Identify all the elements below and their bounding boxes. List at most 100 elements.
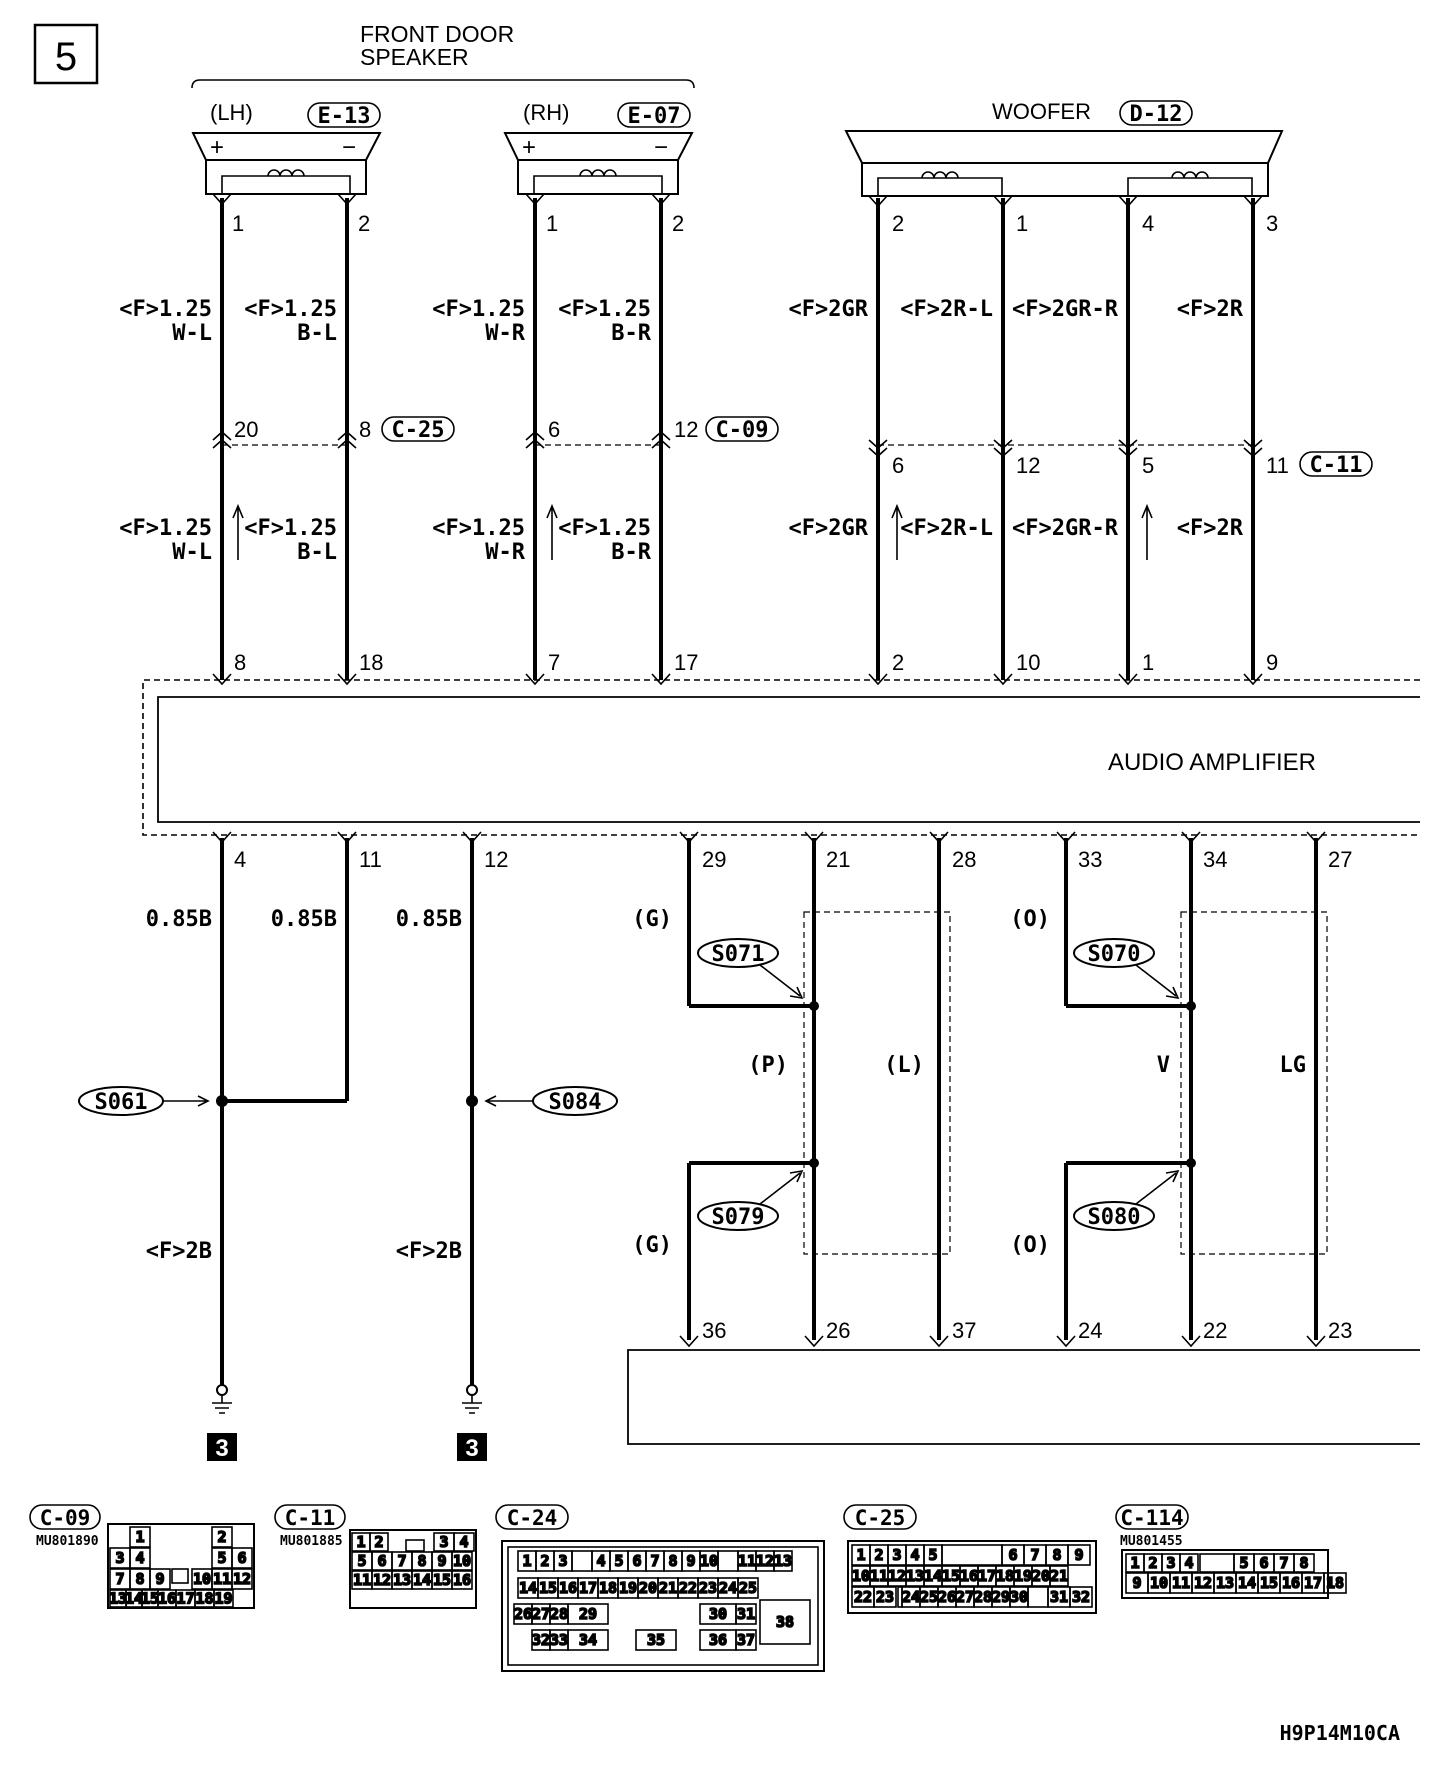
cavity-number: 26: [514, 1605, 532, 1623]
amp-pin-18: 18: [359, 650, 383, 675]
wire-color-label: (O): [1010, 1233, 1050, 1258]
cavity-number: 8: [417, 1552, 426, 1570]
connector-cavity: [1027, 1586, 1049, 1608]
wire-label: B-L: [297, 321, 337, 346]
rh-plus: +: [522, 134, 536, 161]
cavity-number: 3: [558, 1552, 567, 1570]
wire-color-label: (G): [632, 907, 672, 932]
connector-cavity: [735, 1603, 757, 1625]
cavity-number: 7: [397, 1552, 406, 1570]
cavity-number: 24: [719, 1579, 737, 1597]
cavity-number: 14: [413, 1571, 431, 1589]
c25-pin-8: 8: [359, 417, 371, 442]
wire-label: <F>2GR: [789, 297, 869, 322]
lh-speaker: (LH) E-13 + − 1 2: [191, 100, 382, 236]
c09-label: C-09: [716, 418, 769, 443]
wire-label: 0.85B: [146, 907, 212, 932]
cavity-number: 15: [942, 1567, 960, 1585]
rh-pin-1: 1: [546, 211, 558, 236]
junction-c11: 6 12 5 11 C-11: [868, 439, 1373, 478]
cavity-number: 1: [522, 1552, 531, 1570]
ground-circuit: 0.85B 0.85B 0.85B <F>2B <F>2B S061 S084 …: [78, 838, 618, 1462]
cavity-number: 18: [996, 1567, 1014, 1585]
cavity-number: 20: [639, 1579, 657, 1597]
cavity-number: 15: [1260, 1574, 1278, 1592]
cavity-number: 14: [1238, 1574, 1256, 1592]
c25-pin-20: 20: [234, 417, 258, 442]
wire-color-label: LG: [1280, 1053, 1307, 1078]
speaker-pin-arrows: [212, 193, 1263, 208]
cavity-number: 11: [213, 1570, 231, 1588]
c11-pin-5: 5: [1142, 453, 1154, 478]
cavity-number: 10: [1150, 1574, 1168, 1592]
cavity-number: 17: [579, 1579, 597, 1597]
wire-label: <F>2R-L: [900, 297, 993, 322]
cavity-number: 16: [1282, 1574, 1300, 1592]
cavity-number: 25: [739, 1579, 757, 1597]
cavity-number: 16: [559, 1579, 577, 1597]
wire-label: <F>1.25: [244, 516, 337, 541]
cavity-number: 16: [158, 1590, 176, 1608]
cavity-number: 31: [737, 1605, 755, 1623]
c11-label: C-11: [1310, 453, 1363, 478]
amplifier-bottom-pins: 4 11 12 29 21 28 33 34 27: [212, 831, 1352, 872]
cavity-number: 1: [356, 1533, 365, 1551]
cavity-number: 28: [550, 1605, 568, 1623]
connector-cavity: [211, 1526, 233, 1548]
cavity-number: 16: [960, 1567, 978, 1585]
amp-pin-12: 12: [484, 847, 508, 872]
cavity-number: 9: [437, 1552, 446, 1570]
cavity-number: 18: [599, 1579, 617, 1597]
connector-cavity: [405, 1539, 425, 1552]
cavity-number: 12: [756, 1552, 774, 1570]
cavity-number: 29: [579, 1605, 597, 1623]
junction-c09: 6 12 C-09: [525, 416, 779, 449]
signal-direction-arrows: [232, 503, 1153, 560]
amp-pin-2: 2: [892, 650, 904, 675]
amp-pin-33: 33: [1078, 847, 1102, 872]
cavity-number: 2: [874, 1546, 883, 1564]
cavity-number: 9: [155, 1570, 164, 1588]
splice-s071-badge: [697, 938, 779, 968]
cavity-number: 14: [924, 1567, 942, 1585]
cavity-number: 20: [1032, 1567, 1050, 1585]
wire-label: <F>2R: [1177, 516, 1244, 541]
splice-s070-badge: [1073, 938, 1155, 968]
wire-color-label: V: [1157, 1053, 1170, 1078]
wire-label: <F>1.25: [558, 297, 651, 322]
cavity-number: 7: [650, 1552, 659, 1570]
c09-view-label: C-09: [40, 1506, 91, 1530]
cavity-number: 6: [1008, 1546, 1017, 1564]
splice-s071-label: S071: [712, 942, 765, 967]
splice-s080-label: S080: [1088, 1205, 1141, 1230]
wire-label: <F>1.25: [432, 297, 525, 322]
speaker-group-title-line2: SPEAKER: [360, 44, 469, 70]
amp-pin-7: 7: [548, 650, 560, 675]
cavity-number: 6: [377, 1552, 386, 1570]
cavity-number: 1: [856, 1546, 865, 1564]
connector-cavity: [149, 1568, 171, 1590]
amp-pin-9: 9: [1266, 650, 1278, 675]
wire-label: <F>1.25: [244, 297, 337, 322]
wire-label: W-R: [485, 540, 525, 565]
cavity-number: 26: [938, 1588, 956, 1606]
lh-pin-2: 2: [358, 211, 370, 236]
wire-label: <F>2R-L: [900, 516, 993, 541]
cavity-number: 18: [195, 1590, 213, 1608]
amp-pin-28: 28: [952, 847, 976, 872]
splice-s079-badge: [697, 1201, 779, 1231]
wire-label: <F>1.25: [558, 516, 651, 541]
cavity-number: 30: [1010, 1588, 1028, 1606]
wire-label: B-R: [611, 321, 651, 346]
connector-cavity: [1179, 1553, 1199, 1573]
cavity-number: 24: [902, 1588, 920, 1606]
lower-pin-23: 23: [1328, 1318, 1352, 1343]
cavity-number: 6: [1259, 1554, 1268, 1572]
speaker-group-title-line1: FRONT DOOR: [360, 21, 514, 47]
c11-pin-6: 6: [892, 453, 904, 478]
cavity-number: 29: [992, 1588, 1010, 1606]
connector-cavity: [567, 1603, 609, 1625]
cavity-number: 37: [737, 1631, 755, 1649]
cavity-number: 11: [738, 1552, 756, 1570]
